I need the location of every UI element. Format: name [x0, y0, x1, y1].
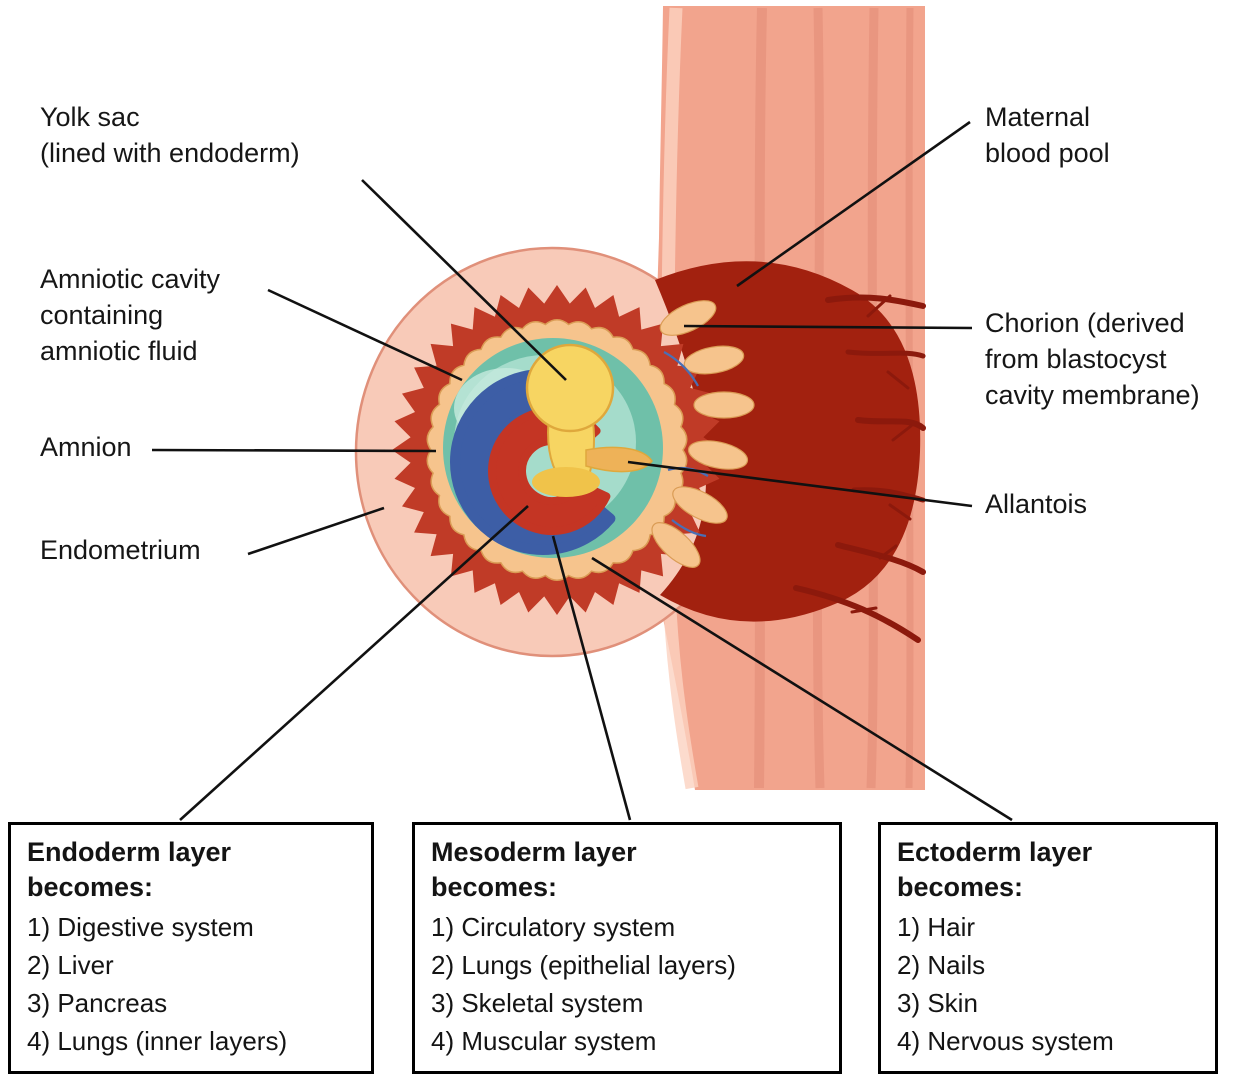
maternal-vessel	[845, 349, 926, 359]
label-amnion: Amnion	[40, 432, 132, 462]
chorionic-villus	[687, 440, 749, 470]
label-yolk-sac: Yolk sac (lined with endoderm)	[40, 102, 300, 168]
maternal-vessel	[891, 424, 913, 442]
mesoderm-box-item-4: 4) Muscular system	[431, 1025, 657, 1056]
maternal-vessel	[866, 294, 892, 318]
maternal-vessel	[886, 370, 910, 390]
maternal-vessel	[850, 606, 878, 614]
endoderm-box-item-2: 2) Liver	[27, 950, 114, 981]
ectoderm-box-item-1: 1) Hair	[897, 912, 976, 943]
leader-line	[361, 179, 567, 381]
leader-line	[627, 460, 973, 508]
ectoderm-box-item-4: 4) Nervous system	[897, 1025, 1114, 1056]
villus-vessel	[671, 519, 707, 538]
chorionic-villus	[672, 486, 728, 524]
allantois-shape	[585, 446, 653, 473]
endoderm-box: Endoderm layer becomes: 1) Digestive sys…	[8, 822, 374, 1074]
mesoderm-box-item-1: 1) Circulatory system	[431, 912, 676, 943]
chorionic-villus	[683, 345, 745, 375]
label-chorion: Chorion (derived from blastocyst cavity …	[985, 308, 1200, 410]
maternal-vessel	[825, 294, 926, 309]
villus-vessel	[663, 351, 699, 387]
ectoderm-box: Ectoderm layer becomes: 1) Hair 2) Nails…	[878, 822, 1218, 1074]
label-maternal-blood-pool: Maternal blood pool	[985, 102, 1110, 168]
leader-line	[179, 505, 529, 821]
endoderm-box-title: Endoderm layer becomes:	[27, 837, 232, 903]
leader-line	[683, 324, 973, 330]
label-endometrium: Endometrium	[40, 535, 201, 565]
mesoderm-box: Mesoderm layer becomes: 1) Circulatory s…	[412, 822, 842, 1074]
chorionic-villus	[651, 522, 701, 568]
label-amniotic-cavity: Amniotic cavity containing amniotic flui…	[40, 264, 221, 366]
endoderm-box-item-3: 3) Pancreas	[27, 988, 168, 1018]
chorionic-villus	[693, 391, 755, 419]
endoderm-box-item-4: 4) Lungs (inner layers)	[27, 1025, 288, 1056]
mesoderm-box-item-3: 3) Skeletal system	[431, 988, 644, 1018]
maternal-vessel	[888, 503, 912, 521]
mesoderm-box-title: Mesoderm layer becomes:	[431, 837, 637, 903]
endoderm-pocket	[532, 467, 600, 497]
leader-line	[151, 448, 437, 453]
leader-line	[267, 288, 463, 382]
mesoderm-box-item-2: 2) Lungs (epithelial layers)	[431, 950, 736, 981]
leader-line	[591, 556, 1013, 822]
maternal-vessel	[855, 417, 926, 431]
chorionic-villus	[659, 300, 717, 336]
leader-line	[551, 535, 632, 821]
maternal-vessel	[835, 542, 926, 575]
yolk-sac-shape	[525, 343, 615, 433]
ectoderm-box-item-2: 2) Nails	[897, 950, 986, 981]
leader-line	[247, 506, 385, 556]
ectoderm-box-title: Ectoderm layer becomes:	[897, 837, 1093, 903]
endoderm-box-item-1: 1) Digestive system	[27, 912, 254, 943]
maternal-vessel	[878, 544, 898, 560]
leader-line	[736, 120, 971, 288]
ectoderm-box-item-3: 3) Skin	[897, 988, 978, 1018]
label-allantois: Allantois	[985, 489, 1088, 519]
